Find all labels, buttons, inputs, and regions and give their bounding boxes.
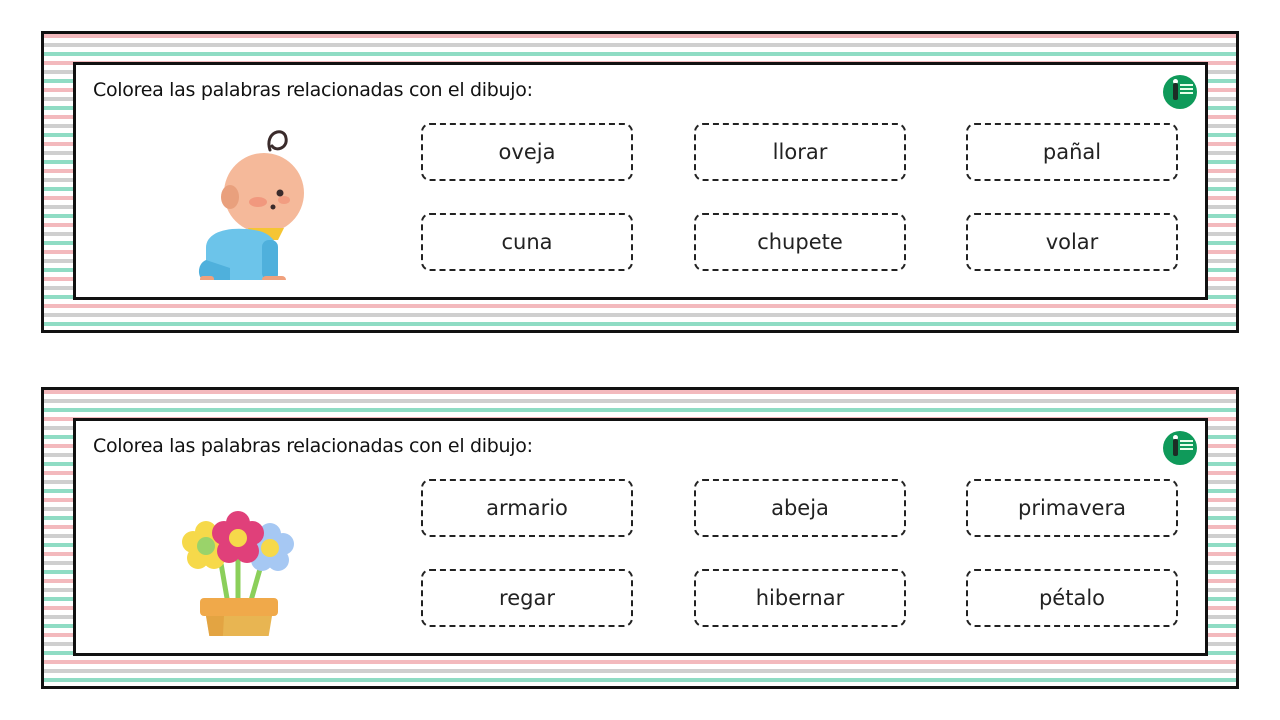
word-box[interactable]: oveja xyxy=(421,123,633,181)
word-label: pañal xyxy=(1042,140,1102,164)
worksheet-card-flowers: Colorea las palabras relacionadas con el… xyxy=(41,387,1239,689)
card-panel: Colorea las palabras relacionadas con el… xyxy=(73,62,1208,300)
word-box[interactable]: armario xyxy=(421,479,633,537)
flower-pot-icon xyxy=(182,511,294,636)
instruction-text: Colorea las palabras relacionadas con el… xyxy=(93,79,533,101)
instruction-text: Colorea las palabras relacionadas con el… xyxy=(93,435,533,457)
word-box[interactable]: primavera xyxy=(966,479,1178,537)
card-panel: Colorea las palabras relacionadas con el… xyxy=(73,418,1208,656)
word-box[interactable]: cuna xyxy=(421,213,633,271)
word-label: primavera xyxy=(1018,496,1126,520)
word-box[interactable]: pétalo xyxy=(966,569,1178,627)
word-label: pétalo xyxy=(1038,586,1106,610)
word-label: regar xyxy=(499,586,555,610)
baby-icon xyxy=(199,130,304,280)
worksheet-card-baby: Colorea las palabras relacionadas con el… xyxy=(41,31,1239,333)
word-label: llorar xyxy=(772,140,828,164)
word-label: abeja xyxy=(771,496,829,520)
word-label: volar xyxy=(1045,230,1099,254)
logo-badge-icon xyxy=(1163,75,1197,109)
word-box[interactable]: pañal xyxy=(966,123,1178,181)
word-label: armario xyxy=(486,496,568,520)
word-box[interactable]: llorar xyxy=(694,123,906,181)
word-box[interactable]: chupete xyxy=(694,213,906,271)
word-label: hibernar xyxy=(755,586,845,610)
word-box[interactable]: regar xyxy=(421,569,633,627)
word-box[interactable]: volar xyxy=(966,213,1178,271)
word-label: oveja xyxy=(498,140,556,164)
word-box[interactable]: abeja xyxy=(694,479,906,537)
word-label: chupete xyxy=(757,230,843,254)
word-label: cuna xyxy=(501,230,553,254)
word-box[interactable]: hibernar xyxy=(694,569,906,627)
logo-badge-icon xyxy=(1163,431,1197,465)
